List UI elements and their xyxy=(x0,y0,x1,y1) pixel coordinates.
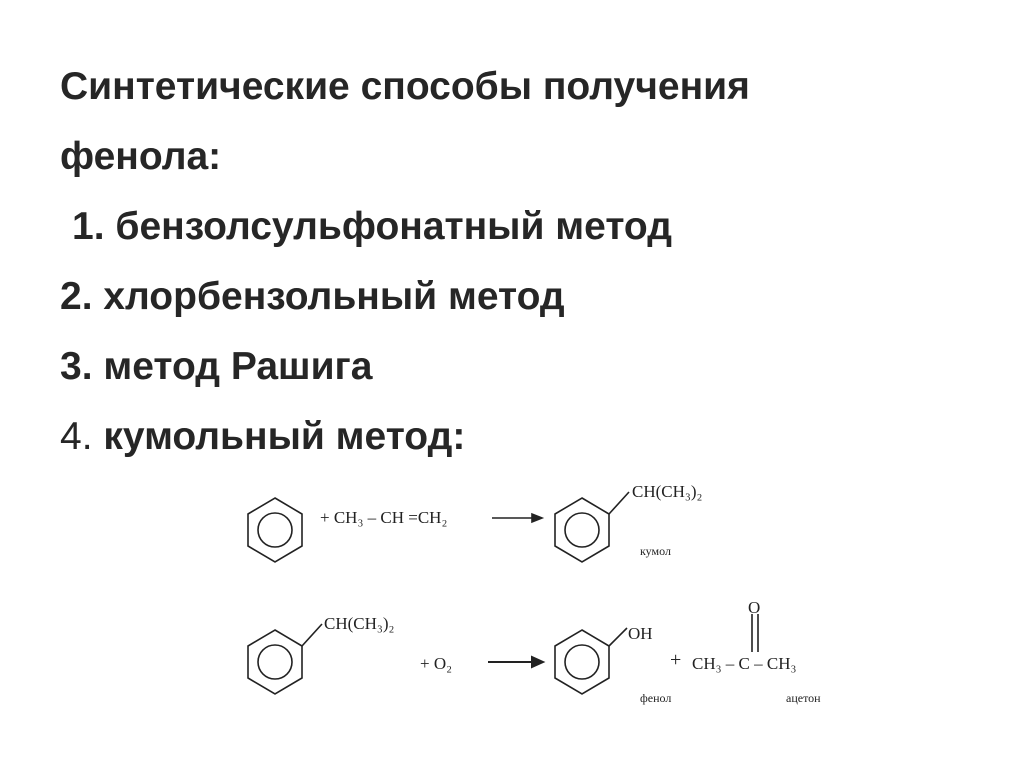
phenol-substituent: OH xyxy=(628,624,653,643)
method-item-3: 3. метод Рашига xyxy=(60,345,373,388)
reaction2-reactant-substituent: CH(CH₃)₂ xyxy=(324,614,394,633)
benzene-ring-reactant-1 xyxy=(247,497,303,563)
acetone-carbonyl-bond xyxy=(751,614,759,652)
slide-title: Синтетические способы получения фенола: … xyxy=(60,52,980,472)
reaction2-arrow xyxy=(488,655,546,669)
benzene-ring-product-1 xyxy=(554,491,630,563)
method-item-4: 4. кумольный метод: xyxy=(60,402,980,472)
reaction2-plus: + xyxy=(670,649,681,671)
reaction1-reagent: + CH₃ – CH =CH₂ xyxy=(320,508,447,527)
method-item-1: 1. бензолсульфонатный метод xyxy=(72,205,672,248)
benzene-ring-phenol xyxy=(554,627,628,695)
acetone-formula: CH₃ – C – CH₃ xyxy=(692,654,796,673)
acetone-name: ацетон xyxy=(786,691,821,705)
title-line-2: фенола: xyxy=(60,135,222,178)
method-item-4-text: кумольный метод: xyxy=(103,415,466,458)
reaction2-reagent: + O₂ xyxy=(420,654,452,673)
acetone-oxygen: O xyxy=(748,598,760,617)
method-item-2: 2. хлорбензольный метод xyxy=(60,275,565,318)
phenol-name: фенол xyxy=(640,691,671,705)
reaction1-product-name: кумол xyxy=(640,544,671,558)
cumene-reaction-scheme: + CH₃ – CH =CH₂ CH(CH₃)₂ кумол CH(CH₃)₂ … xyxy=(247,482,821,705)
reaction1-product-substituent: CH(CH₃)₂ xyxy=(632,482,702,501)
title-line-1: Синтетические способы получения xyxy=(60,65,750,108)
reaction1-arrow xyxy=(492,512,545,524)
method-item-4-number: 4. xyxy=(60,415,93,458)
benzene-ring-reactant-2 xyxy=(247,623,323,695)
